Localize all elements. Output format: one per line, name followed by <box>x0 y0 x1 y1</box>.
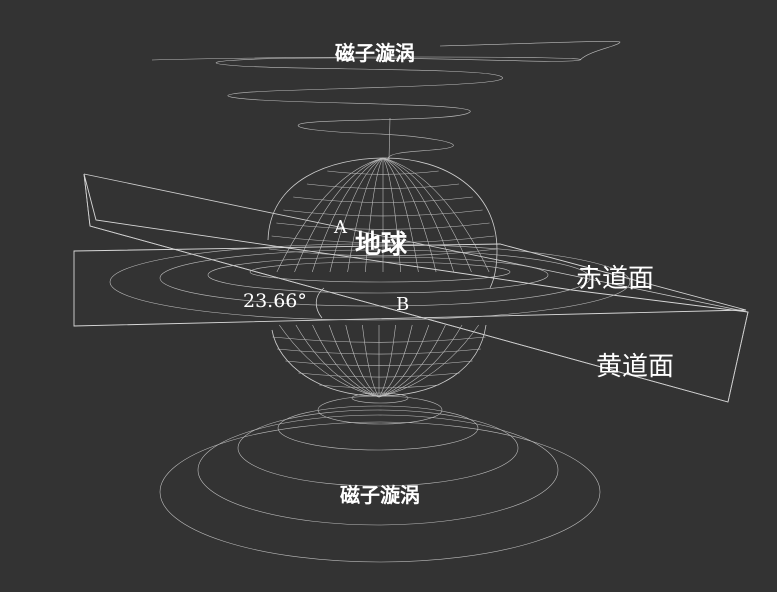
lower-longitude-line <box>378 324 413 398</box>
upper-longitude-line <box>382 157 437 273</box>
upper-longitude-line <box>382 157 490 273</box>
point-b-label: B <box>396 294 409 315</box>
upper-longitude-line <box>365 157 384 273</box>
equator-rings <box>109 243 631 321</box>
equator-plane <box>73 243 747 327</box>
lower-longitude-line <box>312 324 380 398</box>
lower-longitude-line <box>295 324 380 398</box>
upper-longitude-line <box>329 157 384 273</box>
tilt-angle-label: 23.66° <box>243 290 307 312</box>
ecliptic-plane-edge <box>89 225 729 403</box>
upper-longitude-line <box>311 157 384 273</box>
earth-lower-hemisphere <box>271 324 487 398</box>
lower-ring <box>237 409 519 487</box>
upper-spiral-axis <box>388 117 391 161</box>
ecliptic-plane-label: 黄道面 <box>596 352 674 382</box>
lower-vortex-rings <box>159 392 601 563</box>
lower-ring <box>159 421 601 563</box>
equator-ring <box>109 243 631 321</box>
lower-longitude-line <box>279 324 380 398</box>
upper-spiral <box>151 41 621 161</box>
vortex-bottom-label: 磁子漩涡 <box>340 483 420 507</box>
equator-ring <box>159 249 591 307</box>
point-a-label: A <box>333 217 348 238</box>
upper-vortex-spiral <box>151 41 621 161</box>
lower-ring <box>351 392 409 404</box>
upper-longitude-line <box>382 157 472 273</box>
tilt-angle-arc <box>315 287 325 319</box>
upper-longitude-line <box>382 157 419 273</box>
lower-longitude-line <box>378 324 479 398</box>
ecliptic-plane-edge <box>83 173 749 313</box>
lower-ring <box>197 414 559 526</box>
equator-plane-label: 赤道面 <box>576 264 654 294</box>
lower-longitude-line <box>378 324 446 398</box>
equator-ring <box>207 256 549 294</box>
lower-longitude-line <box>378 324 396 398</box>
upper-longitude-line <box>382 157 401 273</box>
lower-longitude-line <box>328 324 380 398</box>
upper-longitude-line <box>347 157 384 273</box>
vortex-top-label: 磁子漩涡 <box>335 41 415 65</box>
equator-ring <box>249 261 511 283</box>
lower-longitude-line <box>362 324 380 398</box>
earth-label: 地球 <box>355 230 408 260</box>
lower-longitude-line <box>378 324 463 398</box>
lower-longitude-line <box>345 324 380 398</box>
lower-ring <box>277 405 479 451</box>
upper-longitude-line <box>276 157 384 273</box>
lower-longitude-line <box>378 324 430 398</box>
